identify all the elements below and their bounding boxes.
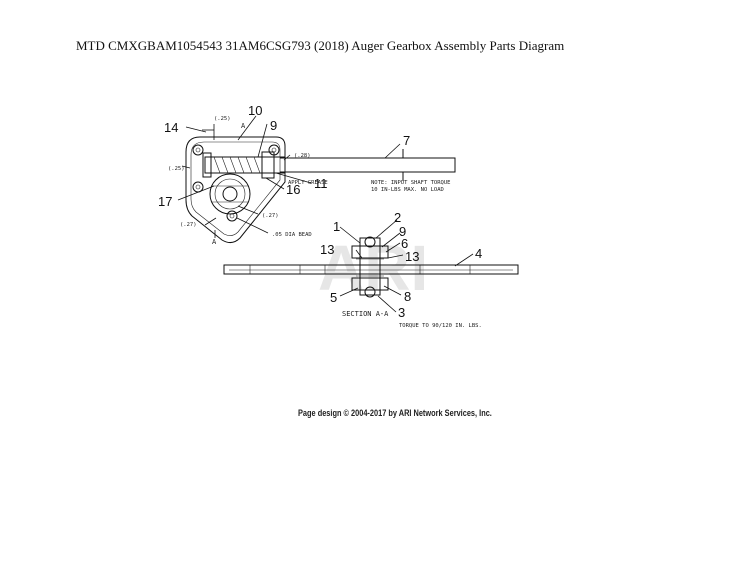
input-shaft bbox=[280, 149, 456, 181]
callout-leaders-section bbox=[339, 219, 474, 313]
section-title: SECTION A-A bbox=[342, 310, 389, 318]
callout-17: 17 bbox=[158, 194, 172, 209]
callout-1: 1 bbox=[333, 219, 340, 234]
callout-13-right: 13 bbox=[405, 249, 419, 264]
callout-6: 6 bbox=[401, 236, 408, 251]
callout-16: 16 bbox=[286, 182, 300, 197]
section-mark-top: A bbox=[241, 122, 246, 130]
callout-5: 5 bbox=[330, 290, 337, 305]
dimension-label: (.28) bbox=[294, 153, 311, 159]
note-input-shaft-torque: NOTE: INPUT SHAFT TORQUE bbox=[371, 180, 450, 186]
section-a-a bbox=[223, 236, 519, 298]
note-apply-grease: APPLY GREASE bbox=[288, 180, 328, 186]
dimension-label: (.25) bbox=[168, 166, 185, 172]
callout-9: 9 bbox=[270, 118, 277, 133]
callout-2: 2 bbox=[394, 210, 401, 225]
note-torque: TORQUE TO 90/120 IN. LBS. bbox=[399, 323, 482, 329]
page-title: MTD CMXGBAM1054543 31AM6CSG793 (2018) Au… bbox=[76, 38, 565, 53]
note-no-load: 10 IN-LBS MAX. NO LOAD bbox=[371, 187, 444, 193]
callout-9-section: 9 bbox=[399, 224, 406, 239]
callout-13-left: 13 bbox=[320, 242, 334, 257]
callout-7: 7 bbox=[403, 133, 410, 148]
note-bead: .05 DIA BEAD bbox=[272, 232, 312, 238]
callout-10: 10 bbox=[248, 103, 262, 118]
callout-14: 14 bbox=[164, 120, 178, 135]
callout-leaders-top bbox=[177, 115, 401, 234]
callout-11: 11 bbox=[314, 176, 328, 191]
copyright-footer: Page design © 2004-2017 by ARI Network S… bbox=[298, 408, 492, 418]
dimension-label: (.27) bbox=[262, 213, 279, 219]
dimension-label: (.25) bbox=[214, 116, 231, 122]
gearbox-housing bbox=[185, 124, 286, 244]
watermark: ARI bbox=[318, 232, 428, 304]
callout-8: 8 bbox=[404, 289, 411, 304]
dimension-label: (.27) bbox=[180, 222, 197, 228]
callout-4: 4 bbox=[475, 246, 482, 261]
section-mark-bottom: A bbox=[212, 238, 217, 246]
callout-3: 3 bbox=[398, 305, 405, 320]
